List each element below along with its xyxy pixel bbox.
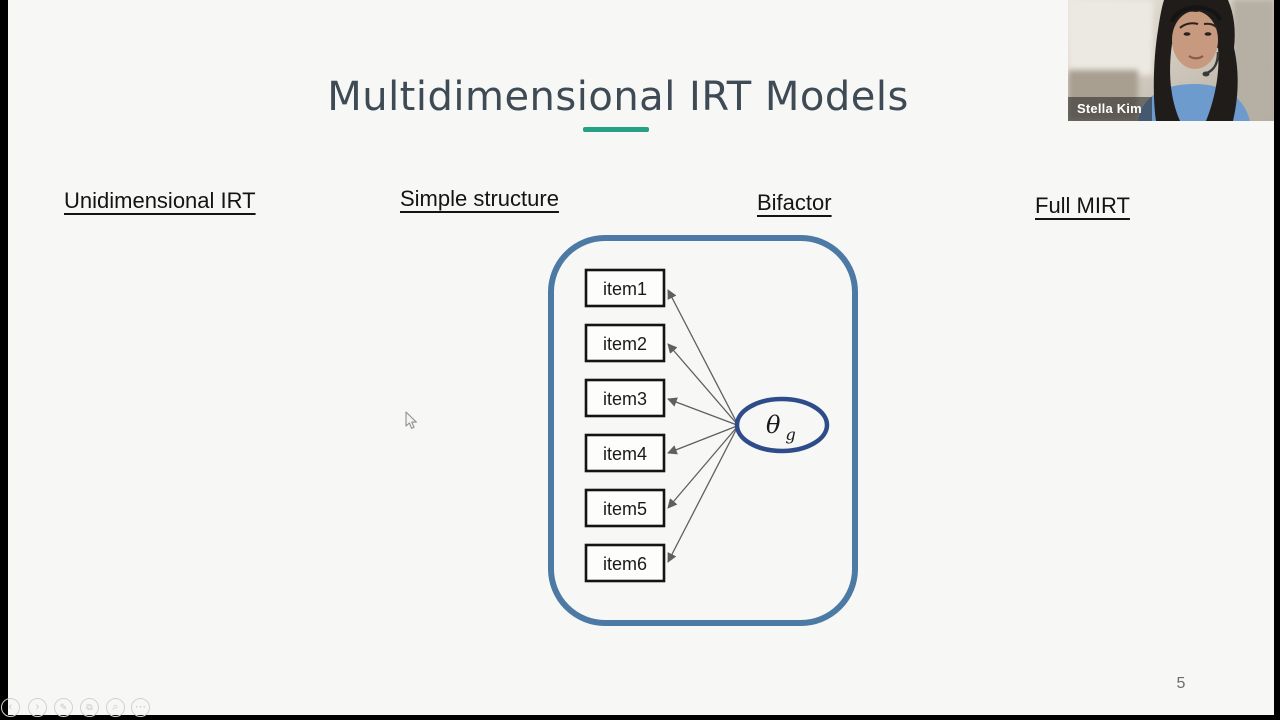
- webcam-video-tile: Stella Kim: [1068, 0, 1274, 121]
- heading-simple-structure: Simple structure: [400, 186, 559, 211]
- item2-label: item2: [603, 334, 647, 354]
- page-number: 5: [1176, 675, 1186, 692]
- headset-icon: [1170, 5, 1222, 23]
- slide-title: Multidimensional IRT Models: [327, 74, 909, 120]
- diagram-frame: [548, 235, 858, 626]
- next-slide-button[interactable]: ›: [28, 698, 47, 717]
- ellipsis-icon: ⋯: [135, 701, 146, 713]
- item1-label: item1: [603, 279, 647, 299]
- item6-label: item6: [603, 554, 647, 574]
- mouse-cursor: [405, 411, 417, 429]
- latent-variable-ellipse: [734, 396, 830, 454]
- item-boxes: item1 item2 item3 item4 item5 item6: [584, 268, 666, 583]
- chevron-left-icon: ‹: [8, 701, 13, 713]
- previous-slide-button[interactable]: ‹: [1, 698, 20, 717]
- person-face: [1172, 11, 1218, 69]
- item5-label: item5: [603, 499, 647, 519]
- magnifier-icon: ⌕: [112, 701, 119, 713]
- item4-label: item4: [603, 444, 647, 464]
- zoom-slide-button[interactable]: ⌕: [106, 698, 125, 717]
- factor-loading-arrows: [667, 289, 738, 563]
- title-accent-underline: [583, 127, 649, 132]
- item3-label: item3: [603, 389, 647, 409]
- pen-tool-button[interactable]: ✎: [54, 698, 73, 717]
- heading-full-mirt: Full MIRT: [1035, 193, 1130, 218]
- more-options-button[interactable]: ⋯: [131, 698, 150, 717]
- webcam-video-frame: [1068, 0, 1274, 121]
- participant-name-badge: Stella Kim: [1068, 97, 1152, 121]
- pen-icon: ✎: [59, 702, 68, 712]
- heading-unidimensional-irt: Unidimensional IRT: [64, 188, 256, 213]
- slides-grid-icon: ⧉: [86, 702, 93, 712]
- see-all-slides-button[interactable]: ⧉: [80, 698, 99, 717]
- chevron-right-icon: ›: [35, 701, 40, 713]
- heading-bifactor: Bifactor: [757, 190, 832, 215]
